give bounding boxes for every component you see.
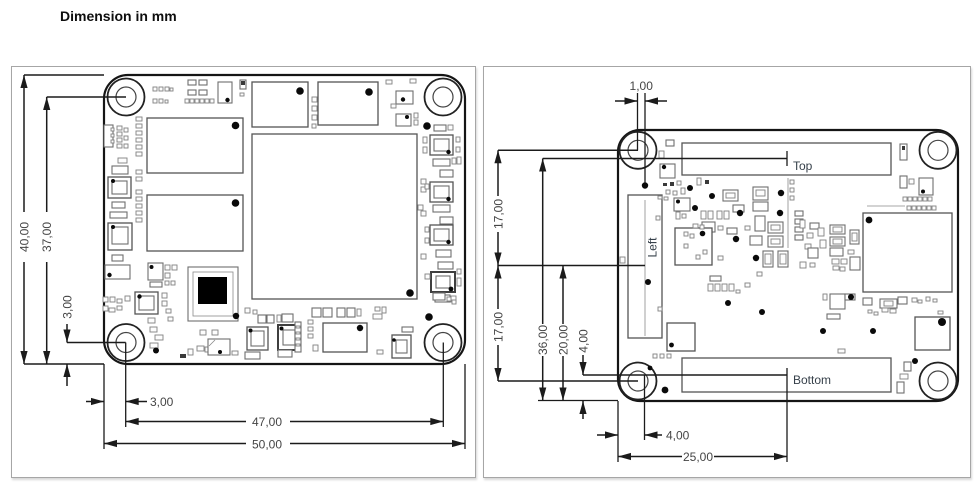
front-view-drawing: 40,00 37,00 3,00 3,00 47,00 <box>18 73 467 452</box>
dim-top-conn-span-label: 36,00 <box>536 325 550 355</box>
dim-edge-to-left-conn-label: 4,00 <box>666 429 690 443</box>
dim-left-conn-span-label: 20,00 <box>557 325 571 355</box>
page-title: Dimension in mm <box>60 8 177 24</box>
top-connector-label: Top <box>793 159 813 173</box>
dim-hole-offset-h-label: 3,00 <box>150 395 174 409</box>
back-view-drawing: 1,00 17,00 17,00 36,00 20,00 <box>492 79 960 464</box>
dim-hole-span-h-label: 47,00 <box>252 415 282 429</box>
dim-edge-to-bottom-conn-label: 25,00 <box>683 450 713 464</box>
dim-hole-to-connector-label: 1,00 <box>630 79 654 93</box>
back-dimensions: 1,00 17,00 17,00 36,00 20,00 <box>492 79 832 464</box>
dim-lower-half-label: 17,00 <box>492 312 506 342</box>
dim-board-width-label: 50,00 <box>252 438 282 452</box>
dim-bottom-conn-offset-label: 4,00 <box>577 329 591 353</box>
back-components <box>619 139 953 394</box>
left-connector-label: Left <box>646 237 660 258</box>
bottom-connector-label: Bottom <box>793 373 831 387</box>
dim-board-height-label: 40,00 <box>18 222 32 252</box>
dim-hole-offset-v-label: 3,00 <box>61 295 75 319</box>
front-dimensions: 40,00 37,00 3,00 3,00 47,00 <box>18 74 466 452</box>
dim-upper-half-label: 17,00 <box>492 199 506 229</box>
dim-hole-span-v-label: 37,00 <box>40 222 54 252</box>
front-components <box>102 78 462 360</box>
